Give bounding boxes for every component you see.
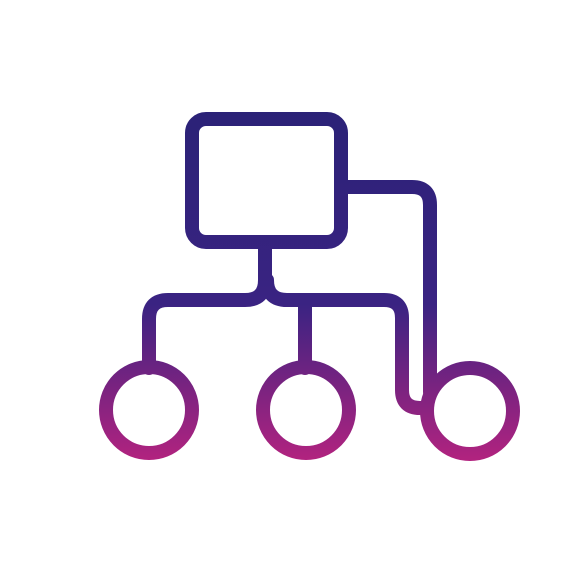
- right-connector-line: [334, 180, 437, 399]
- child-node-right: [420, 361, 520, 461]
- child-node-left: [99, 360, 199, 460]
- child-node-middle: [256, 360, 356, 460]
- stem-left-branch: [142, 235, 272, 375]
- stem-right-branch: [260, 273, 431, 415]
- parent-node-box: [185, 112, 348, 249]
